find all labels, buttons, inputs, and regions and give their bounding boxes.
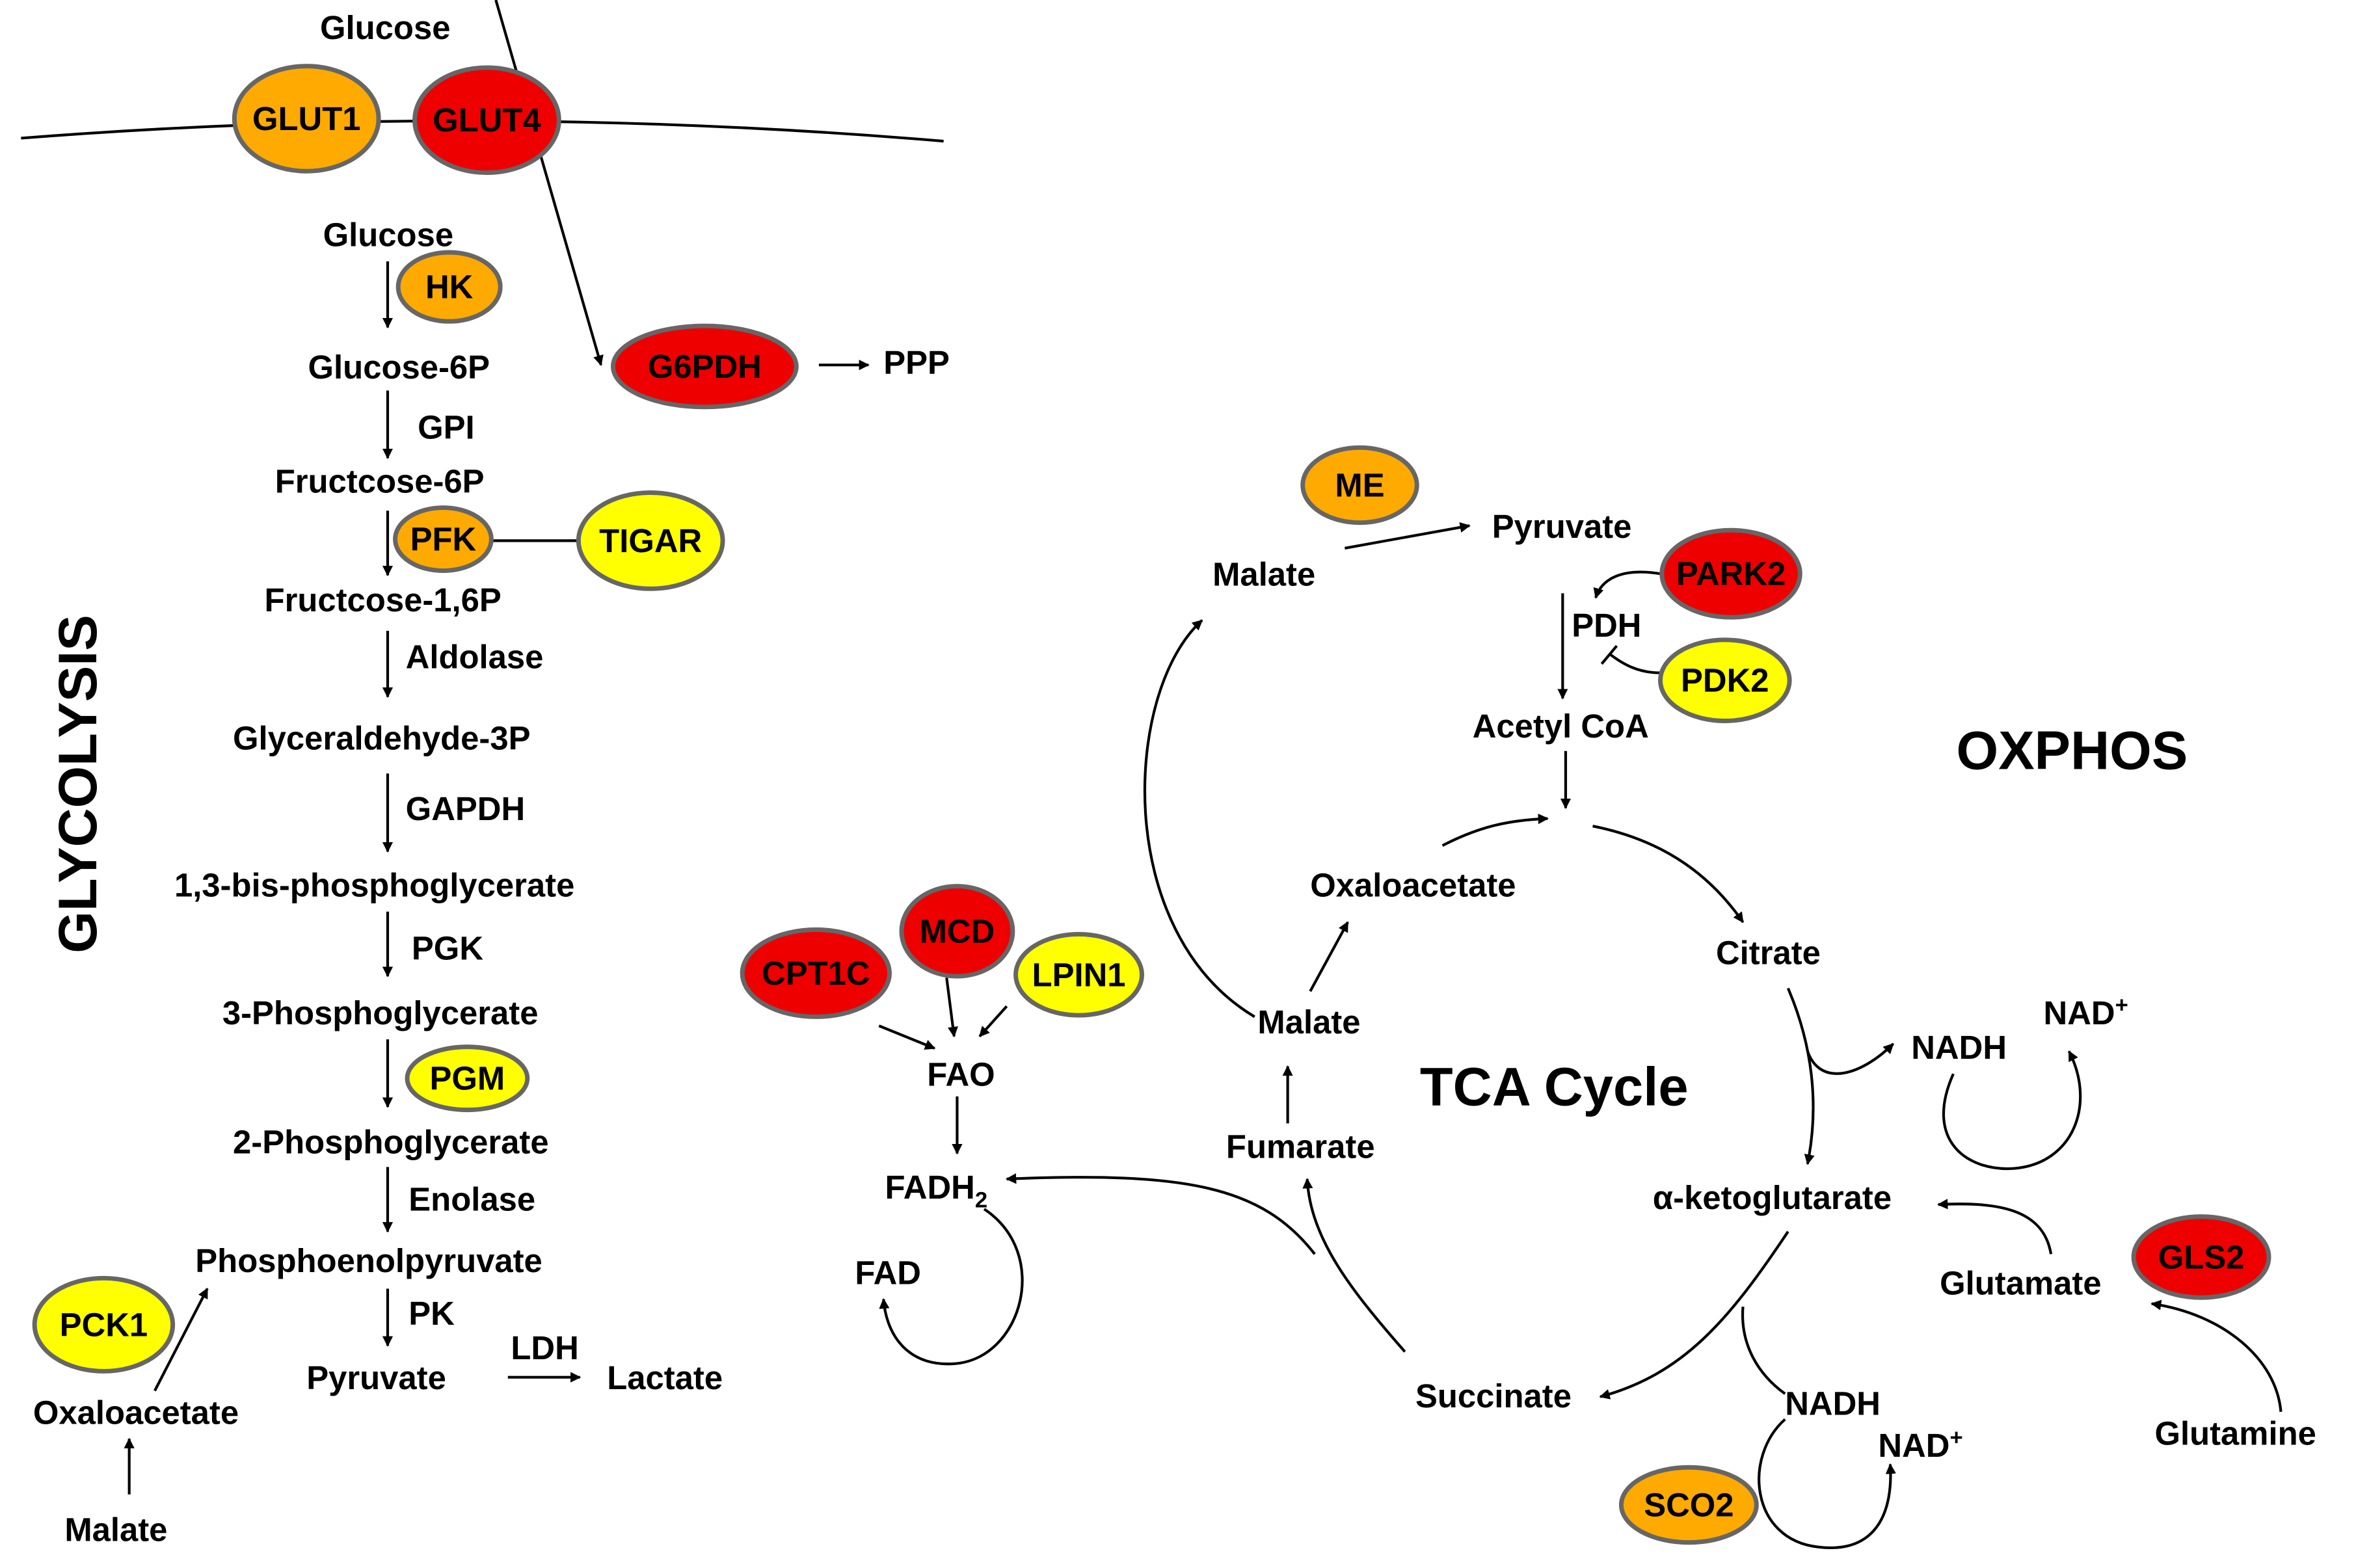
glucose-6p-label: Glucose-6P [308, 349, 490, 386]
svg-text:GLUT4: GLUT4 [433, 101, 541, 139]
park2-enzyme: PARK2 [1659, 527, 1802, 620]
fumarate-label: Fumarate [1226, 1128, 1375, 1165]
nadh-lower-label: NADH [1785, 1385, 1881, 1422]
glutamine-label: Glutamine [2154, 1415, 2316, 1452]
aldolase-label: Aldolase [406, 639, 544, 676]
ldh-label: LDH [511, 1329, 578, 1366]
oxphos-title: OXPHOS [1957, 720, 2188, 780]
pyruvate-glycolysis-label: Pyruvate [306, 1359, 446, 1396]
g6pdh-enzyme: G6PDH [610, 323, 799, 410]
svg-text:GLS2: GLS2 [2158, 1238, 2245, 1275]
fadh2-subscript: 2 [975, 1188, 987, 1213]
fadh2-main: FADH [885, 1169, 975, 1206]
nad-lower-label: NAD+ [1878, 1426, 1962, 1464]
hk-enzyme: HK [395, 250, 503, 324]
mcd-enzyme: MCD [899, 884, 1015, 979]
citrate-label: Citrate [1716, 935, 1821, 972]
malate-tca-label: Malate [1257, 1003, 1360, 1041]
svg-text:ME: ME [1335, 466, 1384, 503]
glycolysis-arrows [124, 0, 870, 1495]
svg-text:LPIN1: LPIN1 [1032, 956, 1126, 993]
svg-text:PARK2: PARK2 [1676, 555, 1786, 592]
svg-text:PGM: PGM [430, 1060, 505, 1097]
glut4-enzyme: GLUT4 [412, 65, 561, 176]
pfk-enzyme: PFK [393, 505, 494, 574]
svg-text:PFK: PFK [410, 521, 477, 558]
svg-text:G6PDH: G6PDH [648, 348, 762, 385]
svg-text:TIGAR: TIGAR [599, 522, 702, 559]
nad-upper-main: NAD [2044, 994, 2115, 1031]
pdh-label: PDH [1572, 607, 1641, 644]
oxaloacetate-glycolysis-label: Oxaloacetate [33, 1394, 239, 1431]
oxaloacetate-tca-label: Oxaloacetate [1310, 867, 1516, 904]
gapdh-label: GAPDH [406, 790, 525, 827]
enolase-label: Enolase [408, 1180, 535, 1217]
gpi-label: GPI [418, 408, 475, 445]
cpt1c-enzyme: CPT1C [740, 927, 892, 1019]
glut1-enzyme: GLUT1 [232, 64, 381, 174]
glycolysis-title: GLYCOLYSIS [47, 615, 108, 953]
glyceraldehyde-3p-label: Glyceraldehyde-3P [233, 719, 530, 756]
ppp-label: PPP [883, 344, 950, 381]
succinate-label: Succinate [1415, 1377, 1572, 1415]
me-enzyme: ME [1300, 445, 1419, 525]
fao-arrows [878, 977, 1024, 1366]
bisphosphoglycerate-label: 1,3-bis-phosphoglycerate [174, 867, 574, 904]
svg-text:PCK1: PCK1 [60, 1306, 148, 1343]
tca-arrows [1006, 522, 2282, 1549]
svg-text:PDK2: PDK2 [1681, 662, 1769, 699]
sco2-enzyme: SCO2 [1618, 1465, 1759, 1545]
glucose-label: Glucose [323, 217, 453, 254]
acetyl-coa-label: Acetyl CoA [1473, 708, 1649, 745]
nad-lower-sup: + [1950, 1426, 1963, 1450]
svg-text:GLUT1: GLUT1 [252, 100, 361, 137]
svg-text:CPT1C: CPT1C [762, 955, 870, 992]
tca-cycle-title: TCA Cycle [1420, 1057, 1689, 1117]
glutamate-label: Glutamate [1940, 1265, 2101, 1302]
lpin1-enzyme: LPIN1 [1013, 931, 1145, 1018]
fructose-16p-label: Fructcose-1,6P [265, 581, 502, 618]
nad-lower-main: NAD [1878, 1427, 1949, 1464]
lactate-label: Lactate [607, 1359, 723, 1396]
gls2-enzyme: GLS2 [2131, 1214, 2271, 1300]
3-phosphoglycerate-label: 3-Phosphoglycerate [222, 994, 539, 1031]
tigar-enzyme: TIGAR [576, 490, 725, 591]
fructose-6p-label: Fructcose-6P [275, 462, 485, 499]
pdk2-enzyme: PDK2 [1658, 637, 1792, 723]
nadh-upper-label: NADH [1911, 1029, 2007, 1066]
svg-text:MCD: MCD [920, 912, 995, 950]
glucose-extracellular-label: Glucose [320, 9, 450, 46]
pgm-enzyme: PGM [405, 1044, 530, 1113]
pck1-enzyme: PCK1 [32, 1275, 176, 1374]
pyruvate-tca-label: Pyruvate [1492, 508, 1632, 545]
fad-label: FAD [855, 1255, 921, 1292]
nad-upper-label: NAD+ [2044, 993, 2128, 1031]
fao-label: FAO [927, 1056, 995, 1093]
fadh2-label: FADH2 [885, 1169, 988, 1213]
alpha-ketoglutarate-label: α-ketoglutarate [1653, 1179, 1892, 1216]
svg-text:HK: HK [425, 269, 474, 306]
phosphoenolpyruvate-label: Phosphoenolpyruvate [195, 1242, 542, 1279]
pk-label: PK [408, 1295, 455, 1332]
svg-text:SCO2: SCO2 [1644, 1487, 1734, 1524]
2-phosphoglycerate-label: 2-Phosphoglycerate [233, 1124, 549, 1161]
malate-top-label: Malate [1212, 556, 1315, 593]
pgk-label: PGK [412, 930, 483, 967]
malate-glycolysis-label: Malate [64, 1511, 167, 1548]
nad-upper-sup: + [2115, 993, 2128, 1018]
